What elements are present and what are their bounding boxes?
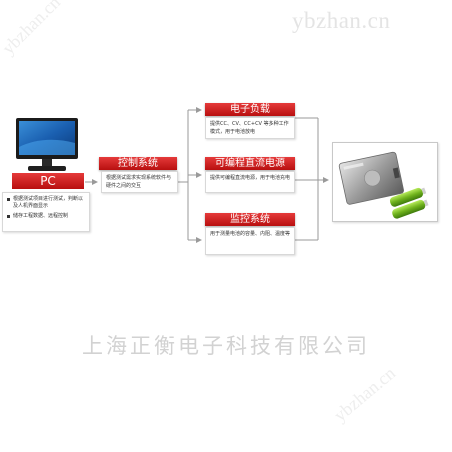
electronic-load-description: 提供CC、CV、CC+CV 等多种工作模式，用于电池放电 [205, 117, 295, 139]
company-name: 上海正衡电子科技有限公司 [82, 334, 370, 358]
watermark-top: ybzhan.cn [292, 8, 391, 33]
bullet-icon [7, 215, 10, 218]
monitor-system-description: 用于测量电池的容量、内阻、温度等 [205, 227, 295, 255]
pc-title: PC [12, 173, 84, 189]
dc-power-title: 可编程直流电源 [205, 157, 295, 170]
monitor-system-title: 监控系统 [205, 213, 295, 226]
battery-panel [332, 142, 438, 222]
pc-monitor-icon [16, 118, 78, 171]
dc-power-description: 提供可编程直流电源，用于电池充电 [205, 171, 295, 193]
pc-bullet: 根据测试项目进行测试，判断以及人机界面显示 [7, 196, 85, 210]
pc-bullet-text: 根据测试项目进行测试，判断以及人机界面显示 [13, 196, 84, 209]
electronic-load-title: 电子负载 [205, 103, 295, 116]
bullet-icon [7, 198, 10, 201]
pc-bullet: 储存工程数据、远程控制 [7, 213, 85, 220]
control-system-description: 根据测试需求实现系统软件与硬件之间的交互 [101, 171, 178, 193]
pc-description: 根据测试项目进行测试，判断以及人机界面显示 储存工程数据、远程控制 [2, 192, 90, 232]
control-system-title: 控制系统 [99, 157, 177, 170]
pc-bullet-text: 储存工程数据、远程控制 [13, 213, 69, 219]
battery-icon [338, 151, 429, 219]
